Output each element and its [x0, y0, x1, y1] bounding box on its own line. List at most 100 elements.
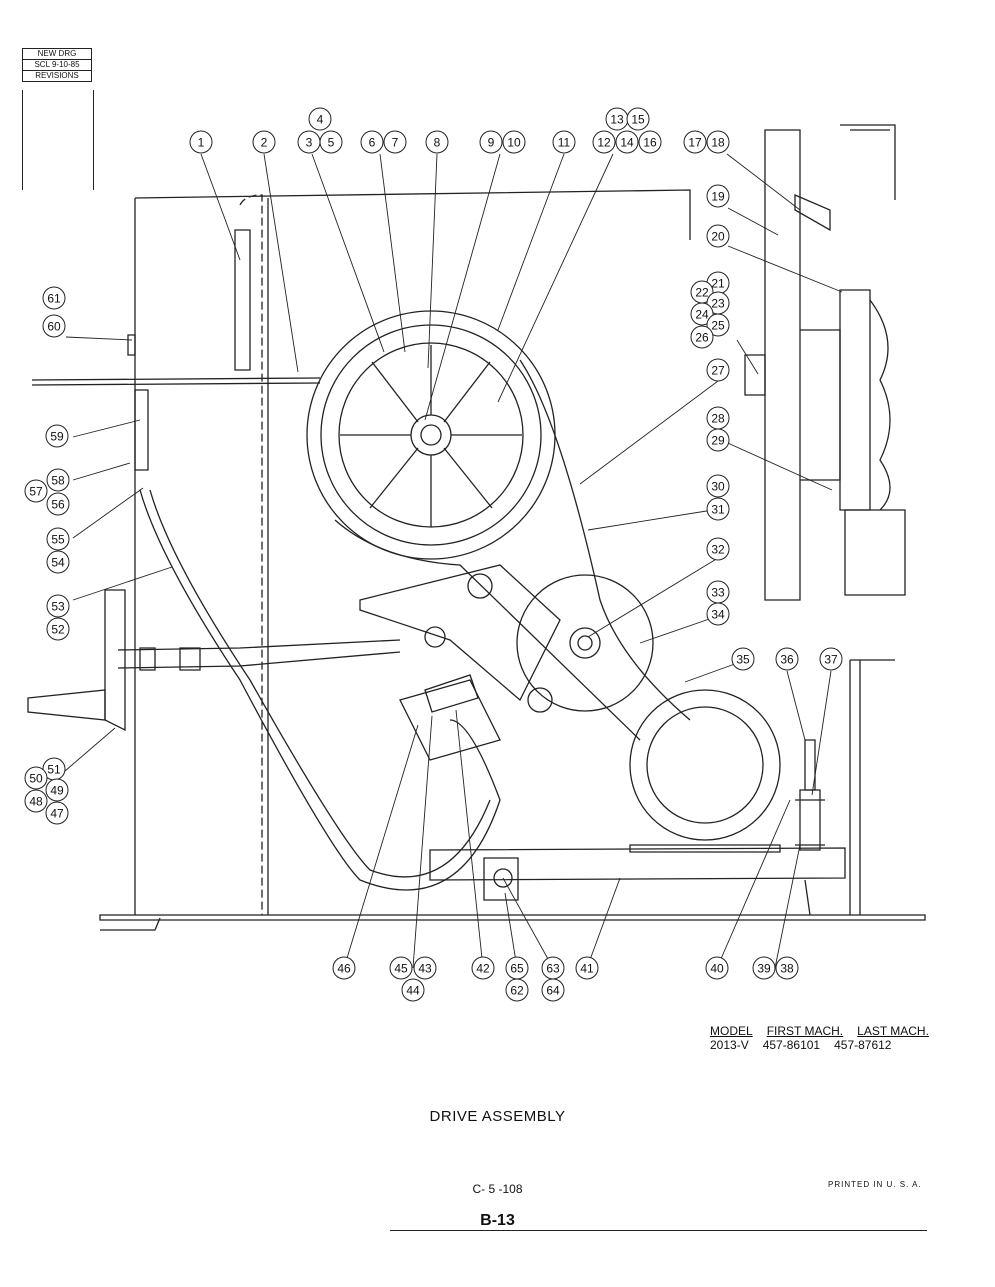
callout-label: 60: [47, 320, 61, 334]
callout-23: 23: [706, 291, 730, 315]
callout-circle: [706, 428, 730, 452]
callout-label: 27: [711, 364, 725, 378]
callout-label: 42: [476, 962, 490, 976]
callout-label: 24: [695, 308, 709, 322]
callout-label: 47: [50, 807, 64, 821]
callout-49: 49: [45, 778, 69, 802]
callout-label: 9: [488, 136, 495, 150]
callout-label: 55: [51, 533, 65, 547]
callout-3: 3: [297, 130, 321, 154]
model-header: MODEL: [710, 1024, 753, 1038]
callout-19: 19: [706, 184, 730, 208]
callout-65: 65: [505, 956, 529, 980]
callout-circle: [683, 130, 707, 154]
callout-label: 41: [580, 962, 594, 976]
callout-circle: [706, 130, 730, 154]
callout-1: 1: [189, 130, 213, 154]
callout-60: 60: [42, 314, 66, 338]
callout-label: 59: [50, 430, 64, 444]
callout-20: 20: [706, 224, 730, 248]
callout-50: 50: [24, 766, 48, 790]
callout-label: 21: [711, 277, 725, 291]
callout-25: 25: [706, 313, 730, 337]
model-value: 2013-V: [710, 1038, 749, 1052]
callout-47: 47: [45, 801, 69, 825]
callout-label: 18: [711, 136, 725, 150]
callout-54: 54: [46, 550, 70, 574]
callout-46: 46: [332, 956, 356, 980]
revision-line-2: SCL 9-10-85: [22, 59, 92, 70]
motor: [629, 689, 781, 841]
callout-5: 5: [319, 130, 343, 154]
callout-label: 2: [261, 136, 268, 150]
callout-circle: [471, 956, 495, 980]
callout-26: 26: [690, 325, 714, 349]
callout-label: 7: [392, 136, 399, 150]
callout-55: 55: [46, 527, 70, 551]
callout-label: 56: [51, 498, 65, 512]
callout-circle: [706, 537, 730, 561]
callout-53: 53: [46, 594, 70, 618]
callout-circle: [46, 617, 70, 641]
callout-circle: [24, 789, 48, 813]
callout-circle: [42, 314, 66, 338]
callout-label: 25: [711, 319, 725, 333]
callout-circle: [45, 778, 69, 802]
callout-61: 61: [42, 286, 66, 310]
callout-circle: [706, 224, 730, 248]
page-number: B-13: [480, 1212, 515, 1229]
callout-circle: [706, 358, 730, 382]
callout-label: 6: [369, 136, 376, 150]
callout-label: 16: [643, 136, 657, 150]
callout-circle: [705, 956, 729, 980]
callout-label: 30: [711, 480, 725, 494]
callout-label: 11: [558, 136, 571, 150]
callout-label: 28: [711, 412, 725, 426]
callout-circle: [775, 956, 799, 980]
callout-circle: [706, 602, 730, 626]
callout-circle: [189, 130, 213, 154]
callout-circle: [360, 130, 384, 154]
motor-base: [429, 847, 846, 881]
frame-outline: [134, 189, 691, 915]
last-mach-value: 457-87612: [834, 1038, 892, 1052]
callout-16: 16: [638, 130, 662, 154]
callout-58: 58: [46, 468, 70, 492]
callout-label: 5: [328, 136, 335, 150]
callout-35: 35: [731, 647, 755, 671]
callout-29: 29: [706, 428, 730, 452]
callout-label: 58: [51, 474, 65, 488]
callout-7: 7: [383, 130, 407, 154]
callout-label: 20: [711, 230, 725, 244]
callout-59: 59: [45, 424, 69, 448]
callout-circle: [308, 107, 332, 131]
callout-64: 64: [541, 978, 565, 1002]
callout-9: 9: [479, 130, 503, 154]
callout-30: 30: [706, 474, 730, 498]
callout-31: 31: [706, 497, 730, 521]
drawing-title: DRIVE ASSEMBLY: [429, 1108, 566, 1125]
callout-circle: [731, 647, 755, 671]
callout-44: 44: [401, 978, 425, 1002]
callout-circle: [42, 286, 66, 310]
callout-36: 36: [775, 647, 799, 671]
callout-circle: [45, 801, 69, 825]
flywheel-edge: [764, 129, 801, 601]
callout-57: 57: [24, 479, 48, 503]
callout-8: 8: [425, 130, 449, 154]
callout-17: 17: [683, 130, 707, 154]
callout-52: 52: [46, 617, 70, 641]
callout-circle: [252, 130, 276, 154]
callout-circle: [626, 107, 650, 131]
drive-belt: [519, 359, 691, 721]
callout-circle: [383, 130, 407, 154]
callout-label: 46: [337, 962, 351, 976]
callout-circle: [332, 956, 356, 980]
drawing-number: C- 5 -108: [472, 1182, 523, 1196]
callout-label: 43: [418, 962, 432, 976]
callout-circle: [706, 474, 730, 498]
callout-circle: [505, 978, 529, 1002]
callout-label: 52: [51, 623, 65, 637]
callout-circle: [541, 978, 565, 1002]
